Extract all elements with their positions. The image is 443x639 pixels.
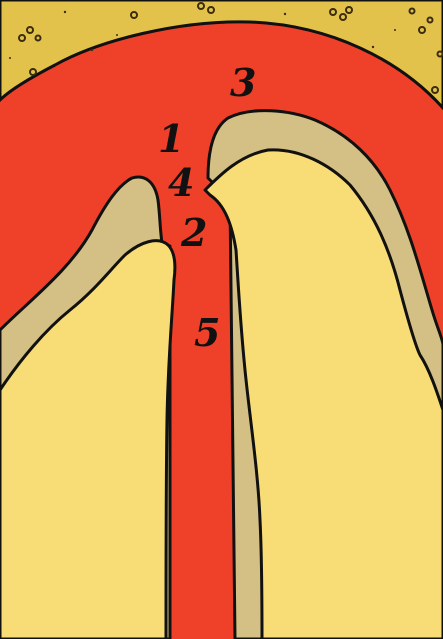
label-5: 5 xyxy=(194,310,220,355)
label-1: 1 xyxy=(158,116,184,161)
label-2: 2 xyxy=(180,210,207,255)
label-4: 4 xyxy=(168,160,194,205)
label-3: 3 xyxy=(230,60,256,105)
